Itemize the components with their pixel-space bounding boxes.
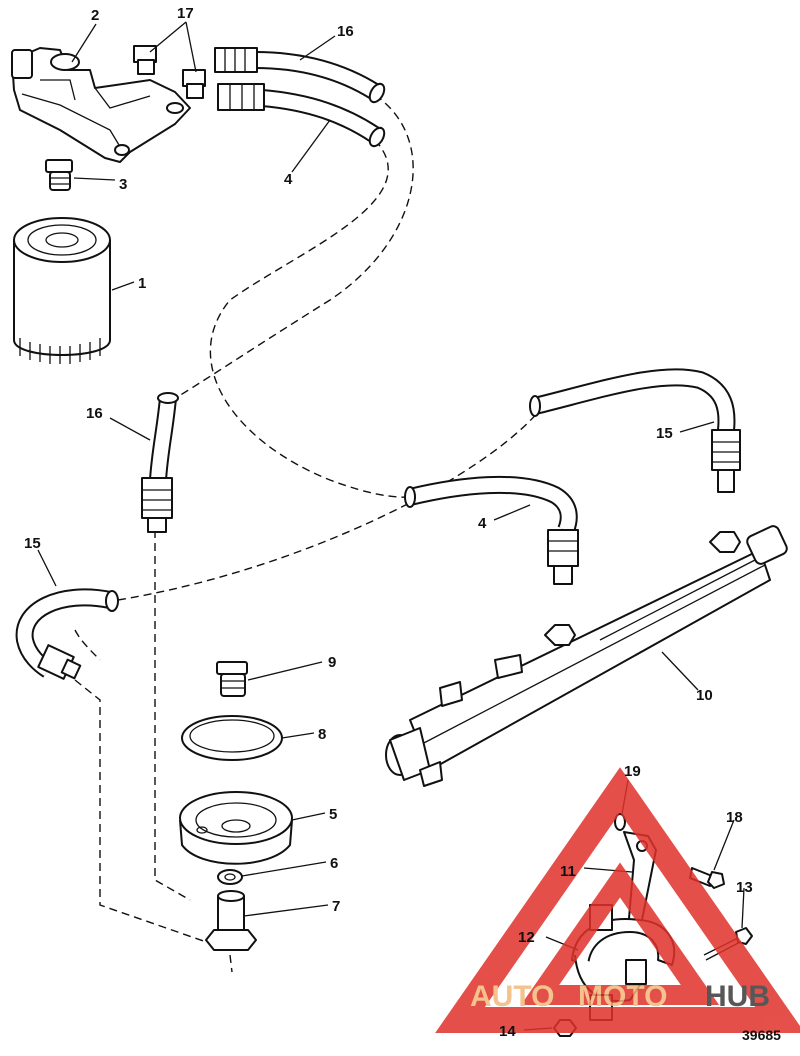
callout-10: 10 [696,687,713,704]
callout-18: 18 [726,809,743,826]
figure-number: 39685 [742,1027,781,1043]
watermark-text-hub: HUB [705,980,770,1013]
screw [689,867,725,889]
oil-filter-adapter [11,47,191,163]
hose-16-lower [141,392,179,533]
hose-15-left [15,588,119,680]
callout-16-lower: 16 [86,405,103,422]
callout-9: 9 [328,654,336,671]
callout-14: 14 [499,1023,516,1040]
hose-4-right [404,475,579,585]
sealing-ring [181,715,283,761]
oil-cooler [385,525,788,787]
callout-3: 3 [119,176,127,193]
watermark-triangle-inner [520,862,720,1005]
callout-6: 6 [330,855,338,872]
oil-filter [13,217,111,364]
ring-washer [614,813,626,831]
callout-2: 2 [91,7,99,24]
callout-13: 13 [736,879,753,896]
callout-7: 7 [332,898,340,915]
callout-15-right: 15 [656,425,673,442]
hose-routing-lines [74,94,541,973]
callout-8: 8 [318,726,326,743]
washer [217,869,243,885]
nipple-fitting [45,159,73,191]
filter-adapter-base [179,791,293,865]
adapter-nipple [216,661,248,697]
hose-15-right [529,368,741,493]
callout-4-lower: 4 [478,515,487,532]
watermark-logo: AUTO MOTO HUB [435,767,800,1033]
callout-16-top: 16 [337,23,354,40]
callout-17: 17 [177,5,194,22]
callout-12: 12 [518,929,535,946]
callout-15-left: 15 [24,535,41,552]
callout-1: 1 [138,275,146,292]
callout-labels: 2 17 16 4 3 1 16 15 15 4 10 9 8 5 6 7 19… [24,5,753,1040]
upper-hoses [214,47,386,148]
callout-4-top: 4 [284,171,293,188]
watermark-triangle-outer [435,767,800,1033]
watermark-text-auto: AUTO [470,980,554,1013]
callout-19: 19 [624,763,641,780]
callout-5: 5 [329,806,337,823]
callout-11: 11 [560,863,576,880]
watermark-text-moto: MOTO [578,980,667,1013]
fittings [133,45,206,99]
hex-connector [205,890,257,951]
